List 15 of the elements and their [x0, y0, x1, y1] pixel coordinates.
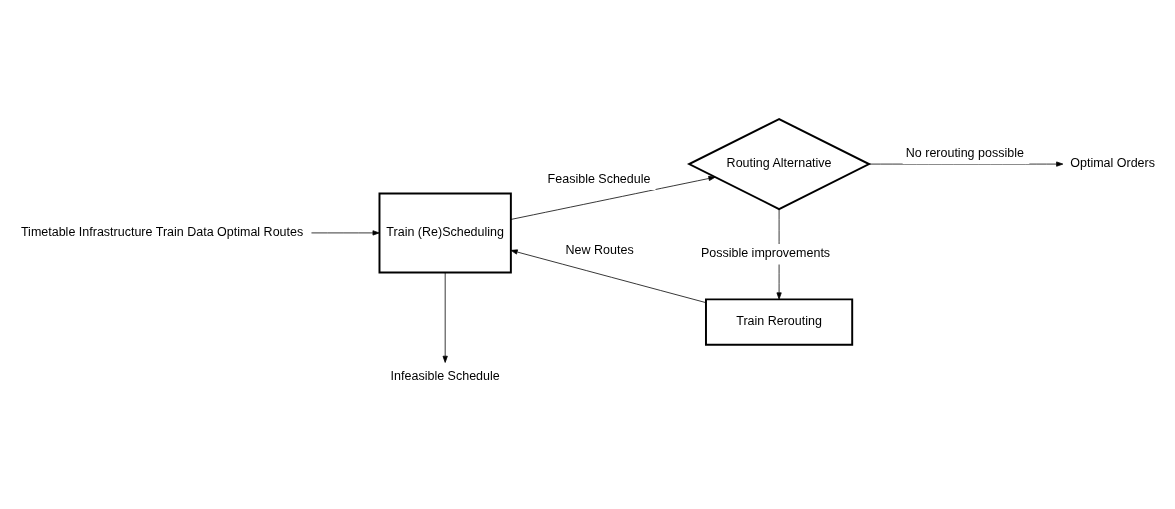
- arrow: [510, 175, 716, 220]
- node-text: Infeasible Schedule: [390, 368, 500, 383]
- node-diamond: Routing Alternative: [686, 117, 872, 210]
- arrow: [442, 271, 448, 363]
- edge-label: Possible improvements: [700, 245, 831, 260]
- node-box: Train Rerouting: [705, 297, 854, 346]
- arrow: [510, 249, 707, 303]
- edge-label: New Routes: [565, 242, 634, 257]
- arrow: [311, 229, 380, 235]
- node-box: Train (Re)Scheduling: [378, 191, 512, 273]
- node-text: Timetable Infrastructure Train Data Optimal Routes: [20, 224, 304, 239]
- edge-label: No rerouting possible: [905, 145, 1024, 160]
- edge-label: Feasible Schedule: [547, 171, 651, 186]
- node-text: Optimal Orders: [1070, 155, 1155, 170]
- arrow: [868, 161, 1064, 167]
